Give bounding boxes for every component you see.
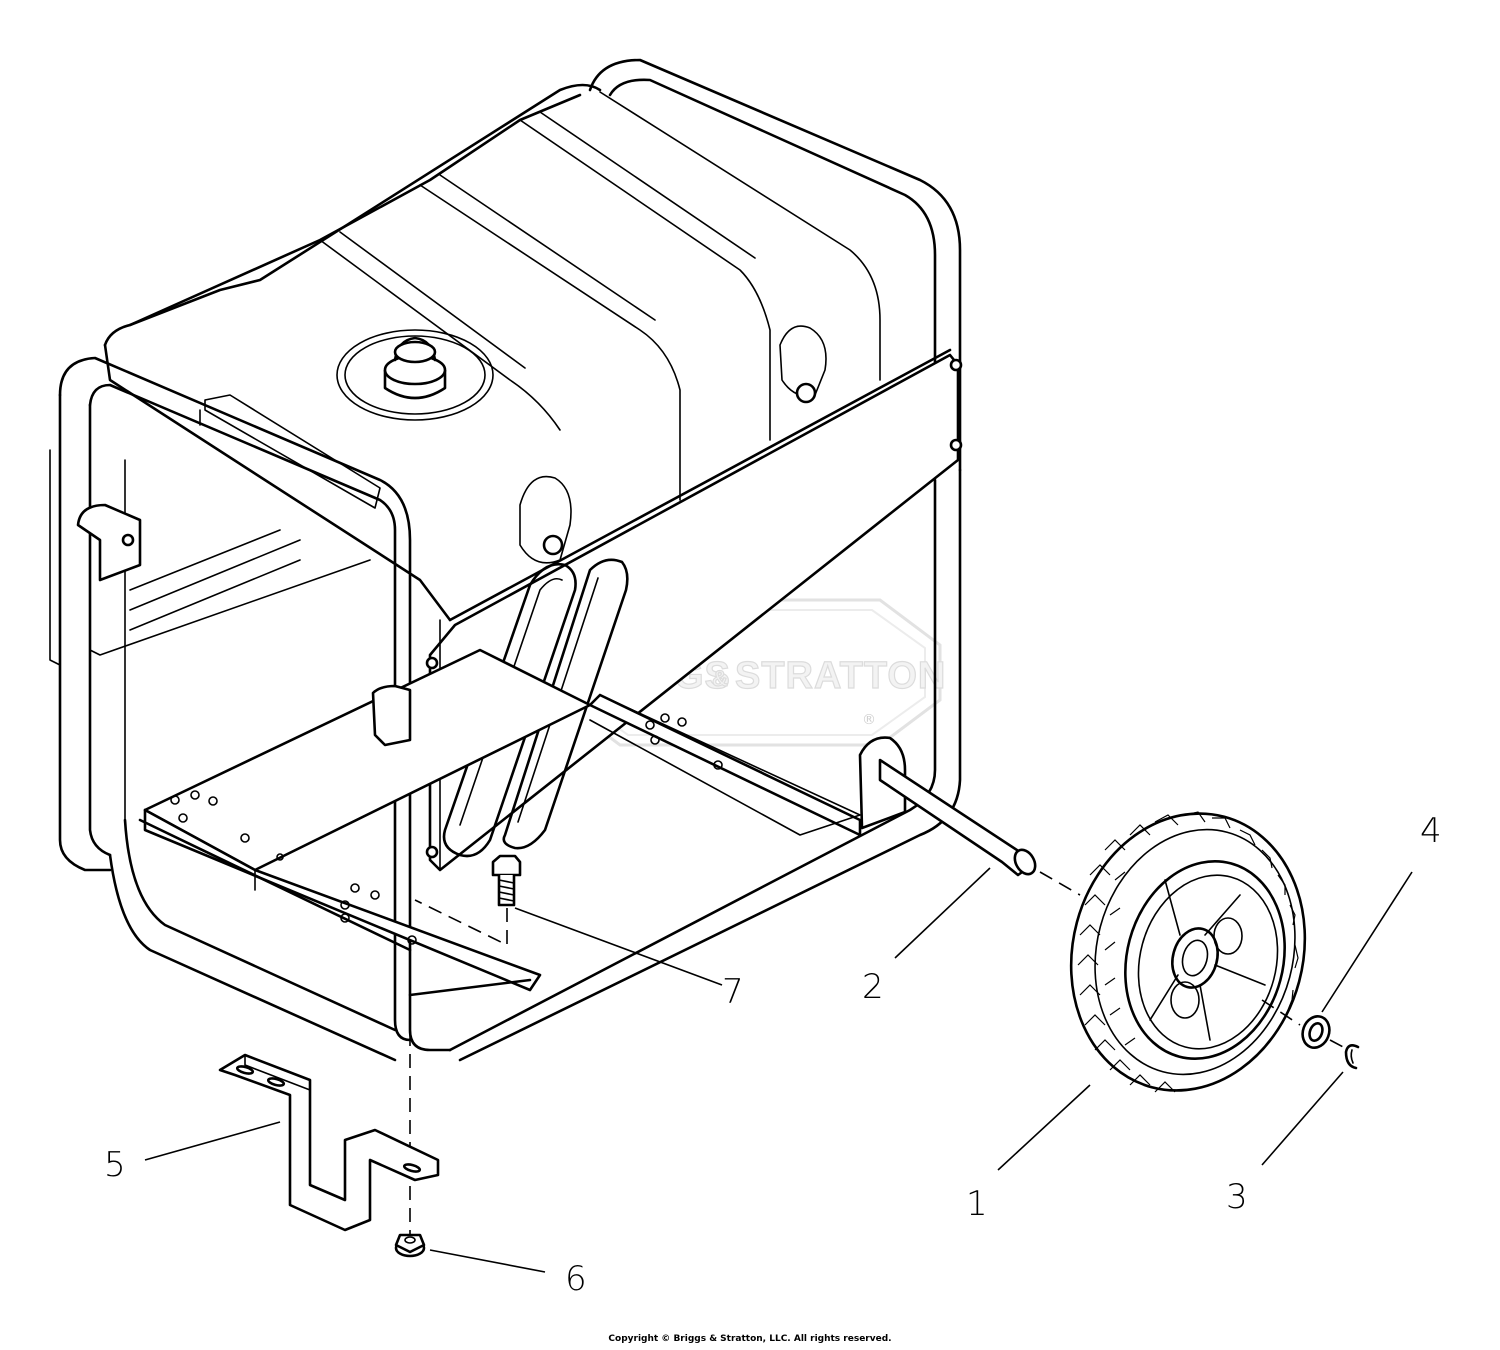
washer	[1301, 1015, 1346, 1049]
callout-6: 6	[565, 1259, 587, 1299]
e-clip	[1344, 1044, 1360, 1070]
copyright-notice: Copyright © Briggs & Stratton, LLC. All …	[608, 1334, 892, 1344]
axle	[878, 758, 1081, 896]
callout-2: 2	[862, 967, 884, 1007]
foot-bracket	[218, 1053, 440, 1232]
tire-tread	[1077, 811, 1299, 1093]
generator-frame	[49, 58, 963, 1062]
watermark-brand-right: STRATTON	[735, 655, 946, 697]
watermark-brand-amp: &	[712, 666, 729, 691]
leader-lines	[144, 867, 1413, 1273]
bolt	[414, 854, 522, 947]
callout-4: 4	[1420, 811, 1442, 851]
flange-nut	[394, 1233, 426, 1258]
watermark-registered: ®	[862, 712, 876, 728]
callout-3: 3	[1226, 1177, 1248, 1217]
base-holes	[170, 713, 723, 945]
callout-5: 5	[104, 1145, 126, 1185]
callout-7: 7	[722, 972, 744, 1012]
callout-1: 1	[966, 1184, 988, 1224]
wheel	[1069, 811, 1307, 1093]
